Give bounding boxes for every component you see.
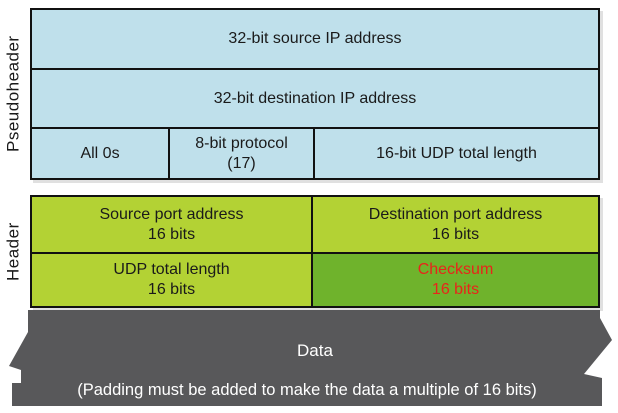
cell-udp-total-length-pseudo: 16-bit UDP total length xyxy=(315,129,598,178)
cell-destination-port: Destination port address 16 bits xyxy=(313,197,598,252)
cell-checksum: Checksum 16 bits xyxy=(313,254,598,306)
udp-total-length-line2: 16 bits xyxy=(147,281,196,298)
checksum-line1: Checksum xyxy=(417,261,494,278)
header-table: Source port address 16 bits Destination … xyxy=(30,195,600,308)
protocol-line2: (17) xyxy=(227,154,256,172)
header-row-1: Source port address 16 bits Destination … xyxy=(32,197,598,252)
cell-udp-total-length: UDP total length 16 bits xyxy=(32,254,311,306)
pseudoheader-table: 32-bit source IP address 32-bit destinat… xyxy=(30,8,600,180)
data-title: Data xyxy=(297,341,333,360)
cell-all-zeros: All 0s xyxy=(32,129,168,178)
checksum-line2: 16 bits xyxy=(431,281,480,298)
header-row-2: UDP total length 16 bits Checksum 16 bit… xyxy=(32,254,598,306)
protocol-line1: 8-bit protocol xyxy=(195,134,288,152)
source-port-line2: 16 bits xyxy=(147,225,196,243)
cell-destination-ip: 32-bit destination IP address xyxy=(32,70,598,127)
cell-source-ip: 32-bit source IP address xyxy=(32,10,598,68)
cell-protocol: 8-bit protocol (17) xyxy=(170,129,313,178)
data-padding-note: (Padding must be added to make the data … xyxy=(77,381,537,399)
data-banner-shape xyxy=(9,310,612,406)
udp-total-length-line1: UDP total length xyxy=(113,261,230,278)
destination-port-line1: Destination port address xyxy=(368,205,543,223)
source-port-line1: Source port address xyxy=(99,205,244,223)
cell-source-port: Source port address 16 bits xyxy=(32,197,311,252)
pseudoheader-row-3: All 0s 8-bit protocol (17) 16-bit UDP to… xyxy=(32,129,598,178)
destination-port-line2: 16 bits xyxy=(431,225,480,243)
